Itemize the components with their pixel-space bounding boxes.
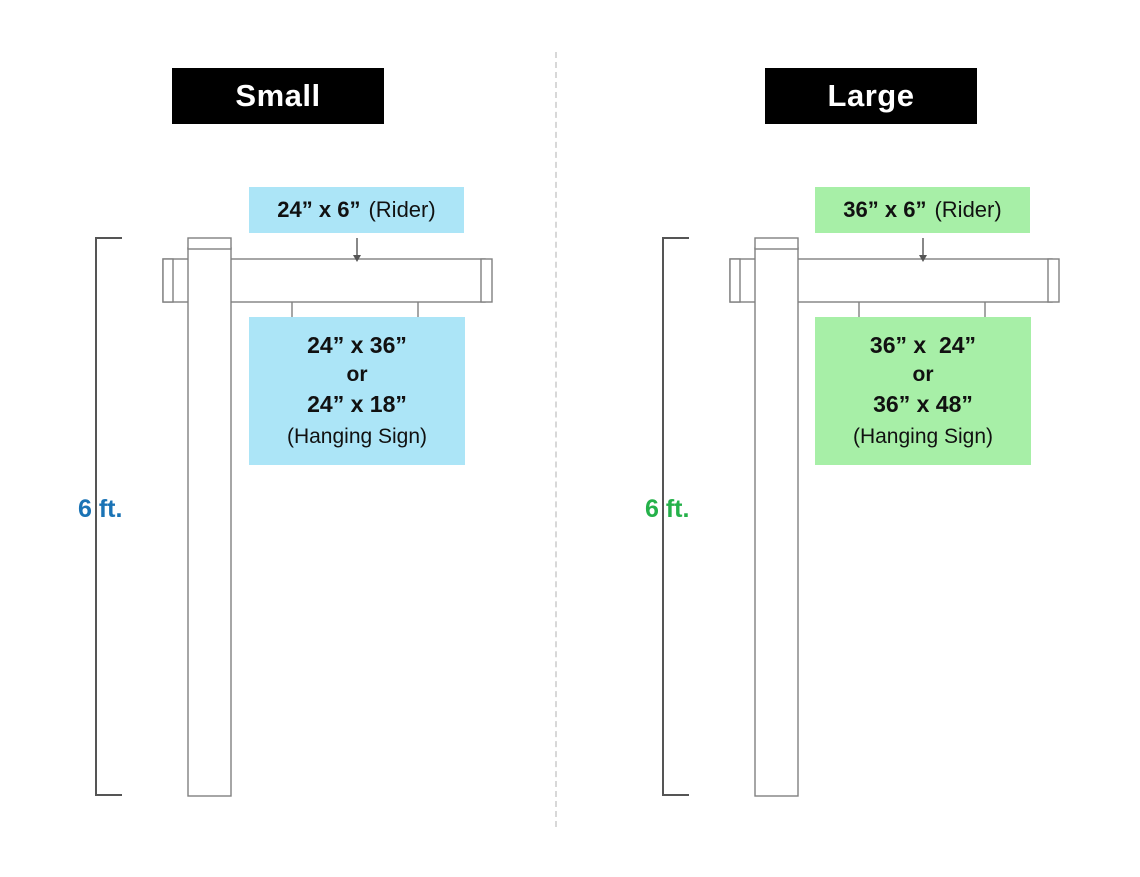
hanging-sign-separator-small: or (346, 362, 368, 386)
rider-note-large: (Rider) (934, 197, 1002, 222)
small-post (187, 247, 232, 797)
panel-title-small: Small (172, 68, 384, 124)
hanging-sign-callout-large: 36” x 24” or 36” x 48” (Hanging Sign) (815, 317, 1031, 465)
large-crossarm-right-cap (1047, 258, 1060, 303)
hanging-sign-option-1-large: 36” x 24” (869, 331, 977, 358)
large-post (754, 247, 799, 797)
rider-callout-small: 24” x 6” (Rider) (249, 187, 464, 233)
panel-title-small-label: Small (235, 78, 321, 113)
rider-pointer-arrow-icon-large (919, 238, 927, 262)
large-crossarm-left-cap (729, 258, 741, 303)
small-crossarm (162, 258, 486, 303)
small-post-cap (187, 237, 232, 250)
rider-pointer-arrow-icon-small (353, 238, 361, 262)
hanging-sign-note-small: (Hanging Sign) (286, 425, 428, 448)
rider-dimension-large: 36” x 6” (843, 197, 927, 222)
height-label-small: 6 ft. (78, 495, 123, 523)
small-crossarm-left-cap (162, 258, 174, 303)
height-label-large: 6 ft. (645, 495, 690, 523)
small-crossarm-right-cap (480, 258, 493, 303)
hanging-sign-note-large: (Hanging Sign) (852, 425, 994, 448)
panel-title-large-label: Large (827, 78, 915, 113)
rider-note-small: (Rider) (368, 197, 436, 222)
large-post-cap (754, 237, 799, 250)
panel-title-large: Large (765, 68, 977, 124)
hanging-sign-option-1-small: 24” x 36” (307, 331, 407, 358)
hanging-sign-option-2-large: 36” x 48” (873, 390, 973, 417)
panel-divider (555, 52, 557, 827)
hanging-sign-option-2-small: 24” x 18” (307, 390, 407, 417)
hanging-sign-callout-small: 24” x 36” or 24” x 18” (Hanging Sign) (249, 317, 465, 465)
hanging-sign-separator-large: or (912, 362, 934, 386)
large-crossarm (729, 258, 1053, 303)
rider-callout-large: 36” x 6” (Rider) (815, 187, 1030, 233)
rider-dimension-small: 24” x 6” (277, 197, 361, 222)
